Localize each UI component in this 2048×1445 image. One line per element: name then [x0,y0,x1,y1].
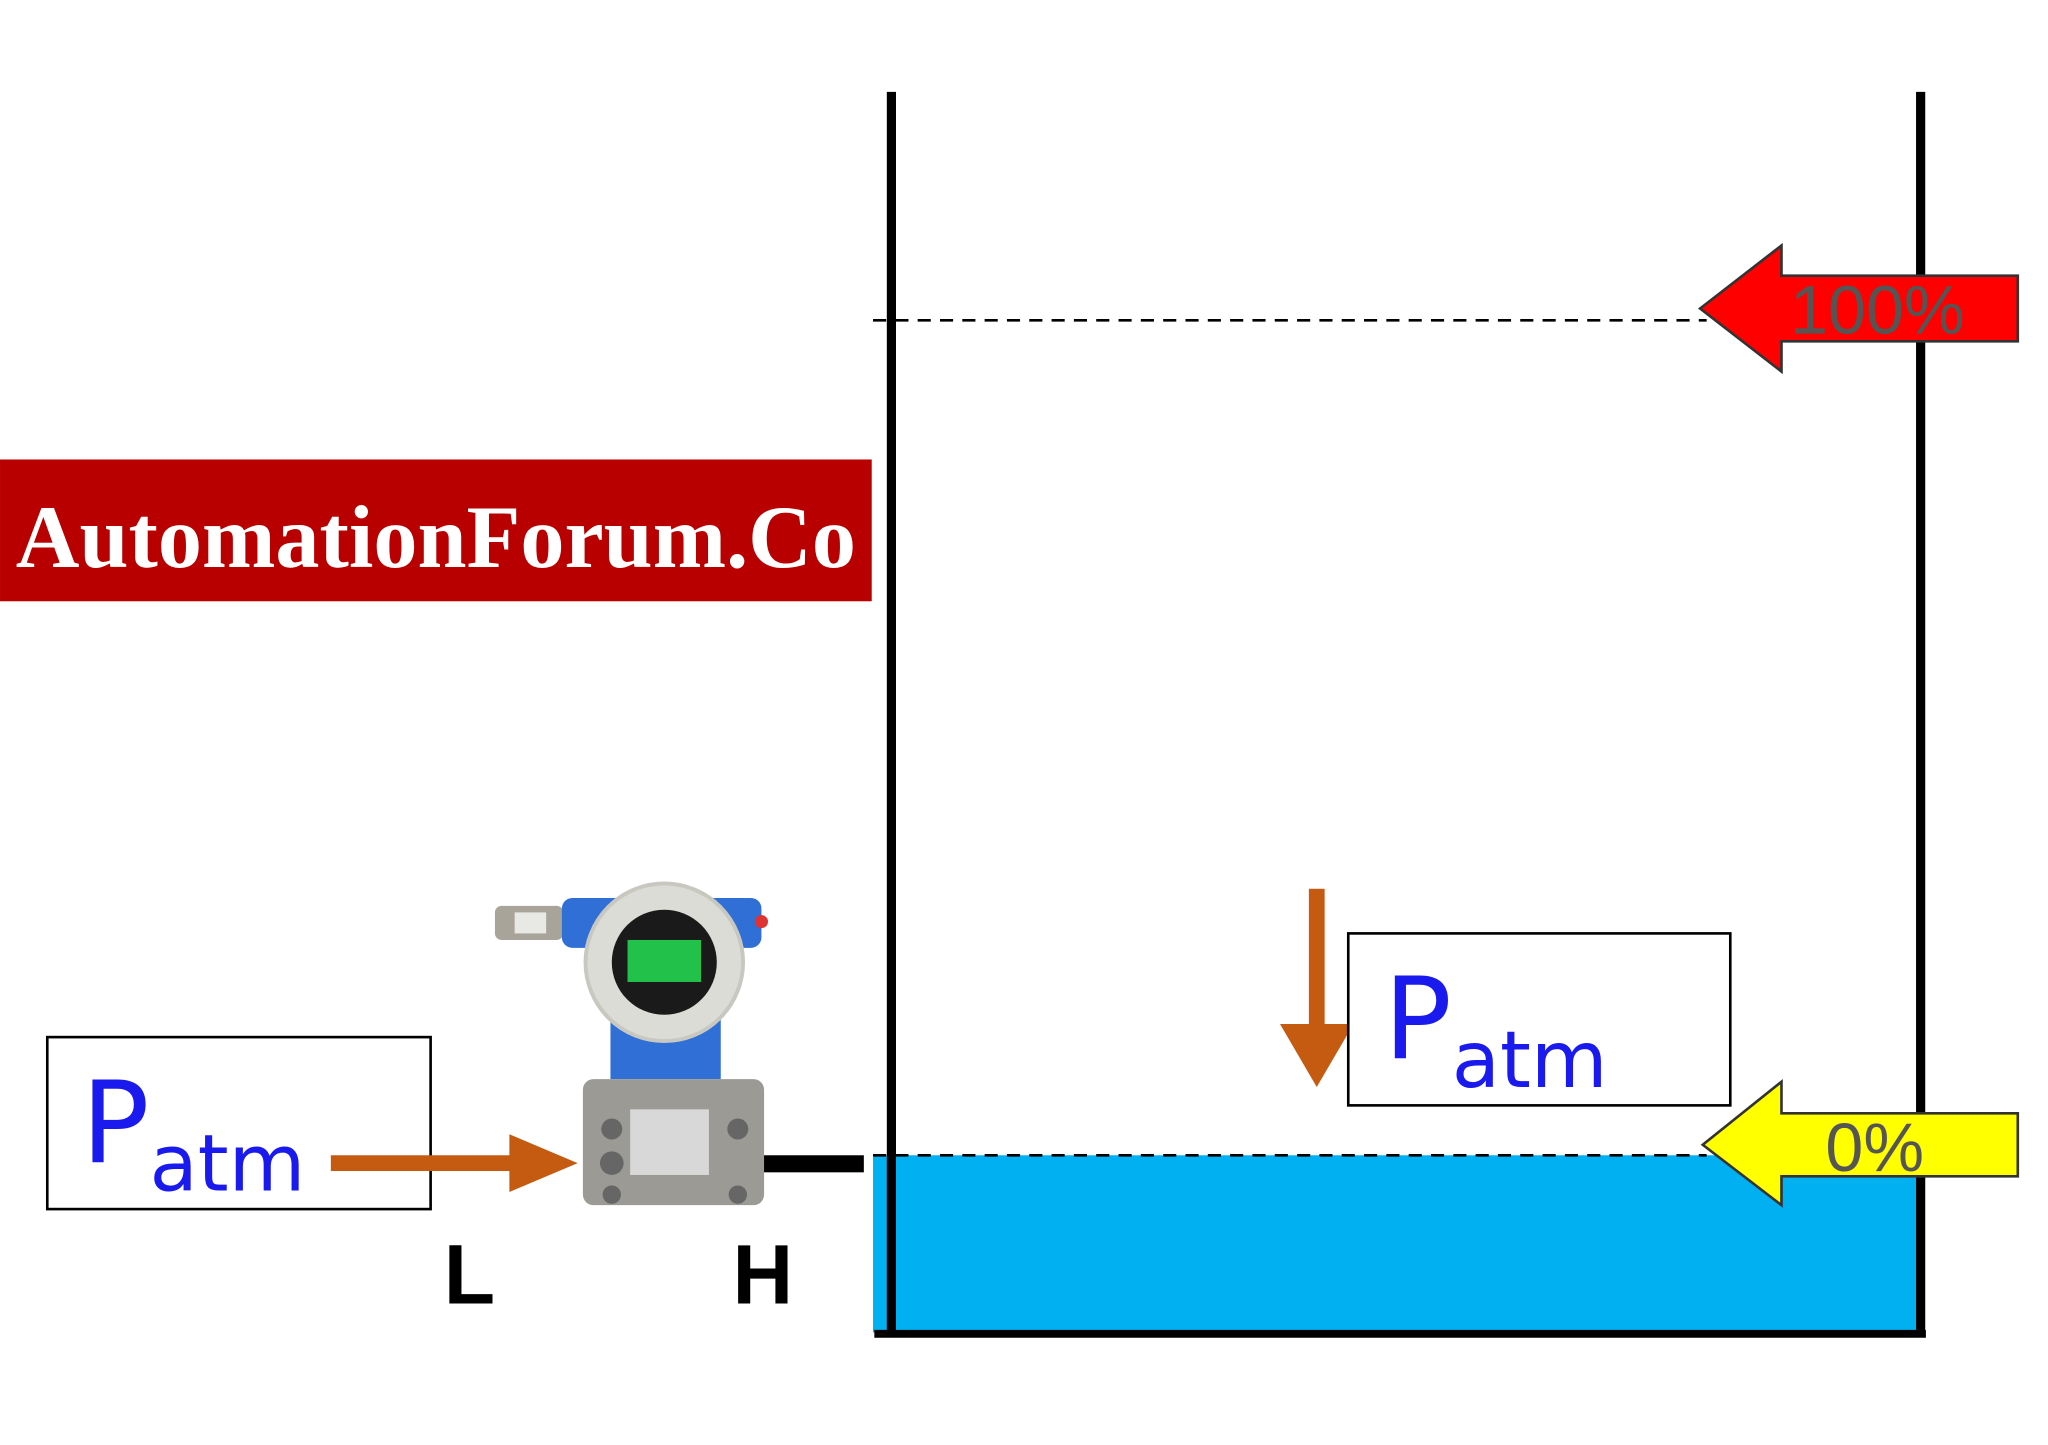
level-100-arrow: 100% [1697,242,2020,375]
port-high-label: H [733,1228,794,1322]
arrow-down-icon [1279,888,1354,1087]
transmitter-display [627,939,702,982]
patm-main: P [81,1057,149,1189]
svg-text:Patm: Patm [1384,953,1608,1106]
patm-low-side-box: Patm [45,1035,432,1211]
level-0-label: 0% [1825,1110,1924,1186]
patm-tank-box: Patm [1346,932,1732,1107]
tank-liquid [873,1155,1921,1333]
port-low-label: L [444,1228,495,1322]
dp-transmitter [494,881,769,1206]
patm-sub: atm [1452,1014,1608,1106]
watermark-banner: AutomationForum.Co [0,459,872,602]
patm-sub: atm [149,1118,305,1210]
level-0-arrow: 0% [1700,1079,2020,1208]
level-100-label: 100% [1790,272,1965,348]
svg-text:Patm: Patm [81,1057,305,1210]
arrow-right-icon [330,1134,578,1193]
banner-text: AutomationForum.Co [16,488,856,587]
patm-main: P [1384,953,1452,1085]
